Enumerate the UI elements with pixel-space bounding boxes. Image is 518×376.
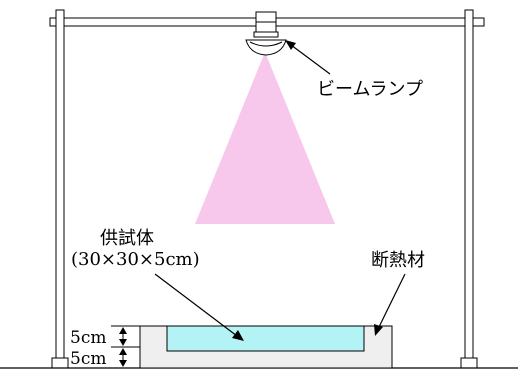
light-beam: [195, 52, 335, 224]
specimen-leader-line: [154, 273, 238, 337]
frame-left-foot: [51, 357, 69, 369]
dimension-marks: [111, 325, 140, 367]
insulation-label: 断熱材: [371, 250, 425, 271]
specimen-arrowhead: [232, 330, 244, 341]
frame-right-foot: [460, 357, 478, 369]
lamp-label: ビームランプ: [317, 79, 423, 100]
beam-lamp: [245, 11, 287, 56]
lamp-leader-line: [286, 41, 331, 75]
lamp-bracket: [253, 31, 279, 38]
frame-right-post: [464, 9, 474, 363]
dimension-lower-label: 5cm: [70, 349, 106, 369]
lamp-bulb: [245, 39, 287, 56]
dimension-upper-label: 5cm: [70, 328, 106, 348]
specimen: [166, 325, 365, 352]
insulation-arrowhead: [374, 324, 383, 336]
lamp-arrowhead: [285, 40, 296, 50]
specimen-label-line2: (30×30×5cm): [71, 249, 200, 270]
specimen-label-line1: 供試体: [100, 228, 154, 249]
insulation-leader-line: [377, 273, 406, 330]
frame-left-post: [55, 9, 65, 363]
